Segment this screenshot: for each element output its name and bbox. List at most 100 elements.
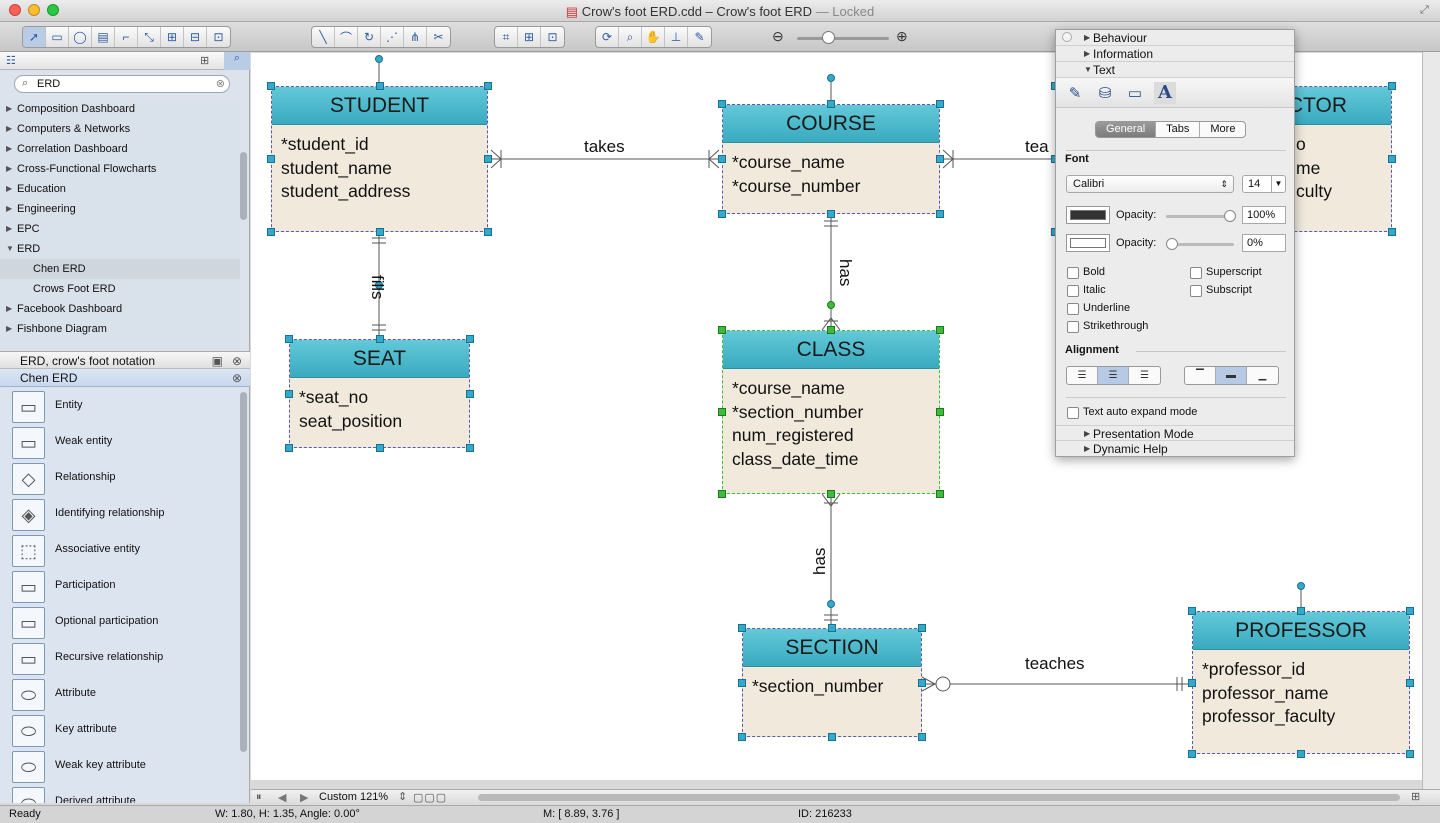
zoom-slider-knob[interactable]: [822, 31, 835, 44]
clear-search-icon[interactable]: ⊗: [216, 77, 225, 90]
resize-handle[interactable]: [828, 624, 836, 632]
entity-class[interactable]: CLASS *course_name *section_number num_r…: [722, 330, 940, 494]
resize-handle[interactable]: [1188, 607, 1196, 615]
vertical-scrollbar[interactable]: [1422, 52, 1440, 790]
resize-handle[interactable]: [484, 155, 492, 163]
library-shape[interactable]: ▭Weak entity: [0, 424, 240, 460]
resize-handle[interactable]: [376, 228, 384, 236]
fill-color-swatch[interactable]: [1066, 234, 1110, 252]
tree-item[interactable]: ▶Computers & Networks: [0, 119, 240, 139]
eyedropper-icon[interactable]: ✎: [688, 27, 711, 47]
tree-scrollbar[interactable]: [240, 152, 247, 220]
resize-handle[interactable]: [1297, 750, 1305, 758]
resize-handle[interactable]: [1388, 82, 1396, 90]
resize-handle[interactable]: [1388, 228, 1396, 236]
search-toggle-icon[interactable]: ⌕: [224, 52, 250, 70]
text-tool-icon[interactable]: ▤: [92, 27, 115, 47]
resize-handle[interactable]: [376, 335, 384, 343]
superscript-checkbox[interactable]: Superscript: [1190, 266, 1262, 278]
entity-student[interactable]: STUDENT *student_id student_name student…: [271, 86, 488, 232]
resize-handle[interactable]: [1297, 607, 1305, 615]
resize-handle[interactable]: [466, 390, 474, 398]
subscript-checkbox[interactable]: Subscript: [1190, 284, 1252, 296]
grid-view-icon[interactable]: ⊞: [200, 54, 209, 67]
zoom-stepper-icon[interactable]: ⇕: [398, 790, 407, 803]
library-shape[interactable]: ▭Optional participation: [0, 604, 240, 640]
ellipse-tool-icon[interactable]: ◯: [69, 27, 92, 47]
resize-handle[interactable]: [1406, 750, 1414, 758]
library-shape[interactable]: ▭Recursive relationship: [0, 640, 240, 676]
relationship-label[interactable]: teaches: [1025, 654, 1085, 674]
tab-general[interactable]: General: [1096, 122, 1156, 137]
resize-handle[interactable]: [936, 326, 944, 334]
resize-handle[interactable]: [267, 228, 275, 236]
pointer-tool-icon[interactable]: ➚: [23, 27, 46, 47]
resize-handle[interactable]: [718, 490, 726, 498]
freehand-tool-icon[interactable]: ✂: [427, 27, 450, 47]
text-opacity-slider[interactable]: [1166, 215, 1234, 218]
prev-page-icon[interactable]: ◀: [278, 791, 286, 804]
align-top-icon[interactable]: ▔: [1185, 367, 1216, 384]
shapes-scrollbar[interactable]: [240, 392, 247, 752]
resize-handle[interactable]: [918, 733, 926, 741]
tree-item[interactable]: ▶Education: [0, 179, 240, 199]
library-shape[interactable]: ▭Participation: [0, 568, 240, 604]
library-shape[interactable]: ▭Entity: [0, 388, 240, 424]
collapsed-triangle-icon[interactable]: ▶: [6, 139, 12, 159]
next-page-icon[interactable]: ▶: [300, 791, 308, 804]
library-shape[interactable]: ⬭Derived attribute: [0, 784, 240, 803]
entity-seat[interactable]: SEAT *seat_no seat_position: [289, 339, 470, 448]
resize-handle[interactable]: [936, 490, 944, 498]
font-size-select[interactable]: 14▼: [1242, 175, 1286, 193]
resize-handle[interactable]: [936, 210, 944, 218]
tree-connector-icon[interactable]: ⊞: [161, 27, 184, 47]
tree-item[interactable]: ▶EPC: [0, 219, 240, 239]
tab-more[interactable]: More: [1200, 122, 1245, 137]
layout-icon[interactable]: ⊡: [541, 27, 564, 47]
collapsed-triangle-icon[interactable]: ▶: [6, 119, 12, 139]
collapsed-triangle-icon[interactable]: ▶: [6, 199, 12, 219]
library-shape[interactable]: ⬭Weak key attribute: [0, 748, 240, 784]
tree-item[interactable]: Chen ERD: [0, 259, 240, 279]
text-opacity-field[interactable]: 100%: [1242, 206, 1286, 224]
resize-handle[interactable]: [267, 82, 275, 90]
resize-handle[interactable]: [285, 390, 293, 398]
align-bottom-icon[interactable]: ▁: [1247, 367, 1278, 384]
text-style-icon[interactable]: A: [1154, 82, 1176, 104]
tree-item[interactable]: ▶Composition Dashboard: [0, 99, 240, 119]
grid-icon[interactable]: ⊞: [518, 27, 541, 47]
fill-bucket-icon[interactable]: ⛁: [1094, 82, 1116, 104]
stamp-tool-icon[interactable]: ⊥: [665, 27, 688, 47]
fill-opacity-slider[interactable]: [1166, 243, 1234, 246]
tree-item[interactable]: ▶Facebook Dashboard: [0, 299, 240, 319]
page-thumbnails-icon[interactable]: ▢▢▢: [413, 791, 447, 804]
collapsed-triangle-icon[interactable]: ▶: [6, 299, 12, 319]
tree-item[interactable]: ▶Cross-Functional Flowcharts: [0, 159, 240, 179]
resize-handle[interactable]: [718, 408, 726, 416]
collapsed-triangle-icon[interactable]: ▶: [6, 159, 12, 179]
arc-tool-icon[interactable]: ⌒: [335, 27, 358, 47]
tab-tabs[interactable]: Tabs: [1156, 122, 1200, 137]
entity-section[interactable]: SECTION *section_number: [742, 628, 922, 737]
library-shape[interactable]: ◇Relationship: [0, 460, 240, 496]
fill-opacity-field[interactable]: 0%: [1242, 234, 1286, 252]
zoom-in-icon[interactable]: ⊕: [896, 28, 908, 45]
resize-handle[interactable]: [918, 679, 926, 687]
search-field[interactable]: ⌕ ERD ⊗: [14, 75, 230, 93]
font-family-select[interactable]: Calibri⇕: [1066, 175, 1234, 193]
resize-handle[interactable]: [718, 100, 726, 108]
resize-handle[interactable]: [827, 490, 835, 498]
resize-handle[interactable]: [738, 624, 746, 632]
close-library-icon[interactable]: ⊗: [232, 369, 242, 387]
resize-handle[interactable]: [738, 679, 746, 687]
resize-handle[interactable]: [718, 210, 726, 218]
resize-handle[interactable]: [1388, 155, 1396, 163]
resize-handle[interactable]: [827, 326, 835, 334]
collapsed-triangle-icon[interactable]: ▶: [6, 219, 12, 239]
resize-handle[interactable]: [936, 408, 944, 416]
insert-shape-icon[interactable]: ⊡: [207, 27, 230, 47]
resize-handle[interactable]: [285, 335, 293, 343]
save-library-icon[interactable]: ▣: [212, 352, 223, 370]
bezier-tool-icon[interactable]: ⋔: [404, 27, 427, 47]
pause-icon[interactable]: ⏸: [256, 791, 262, 804]
